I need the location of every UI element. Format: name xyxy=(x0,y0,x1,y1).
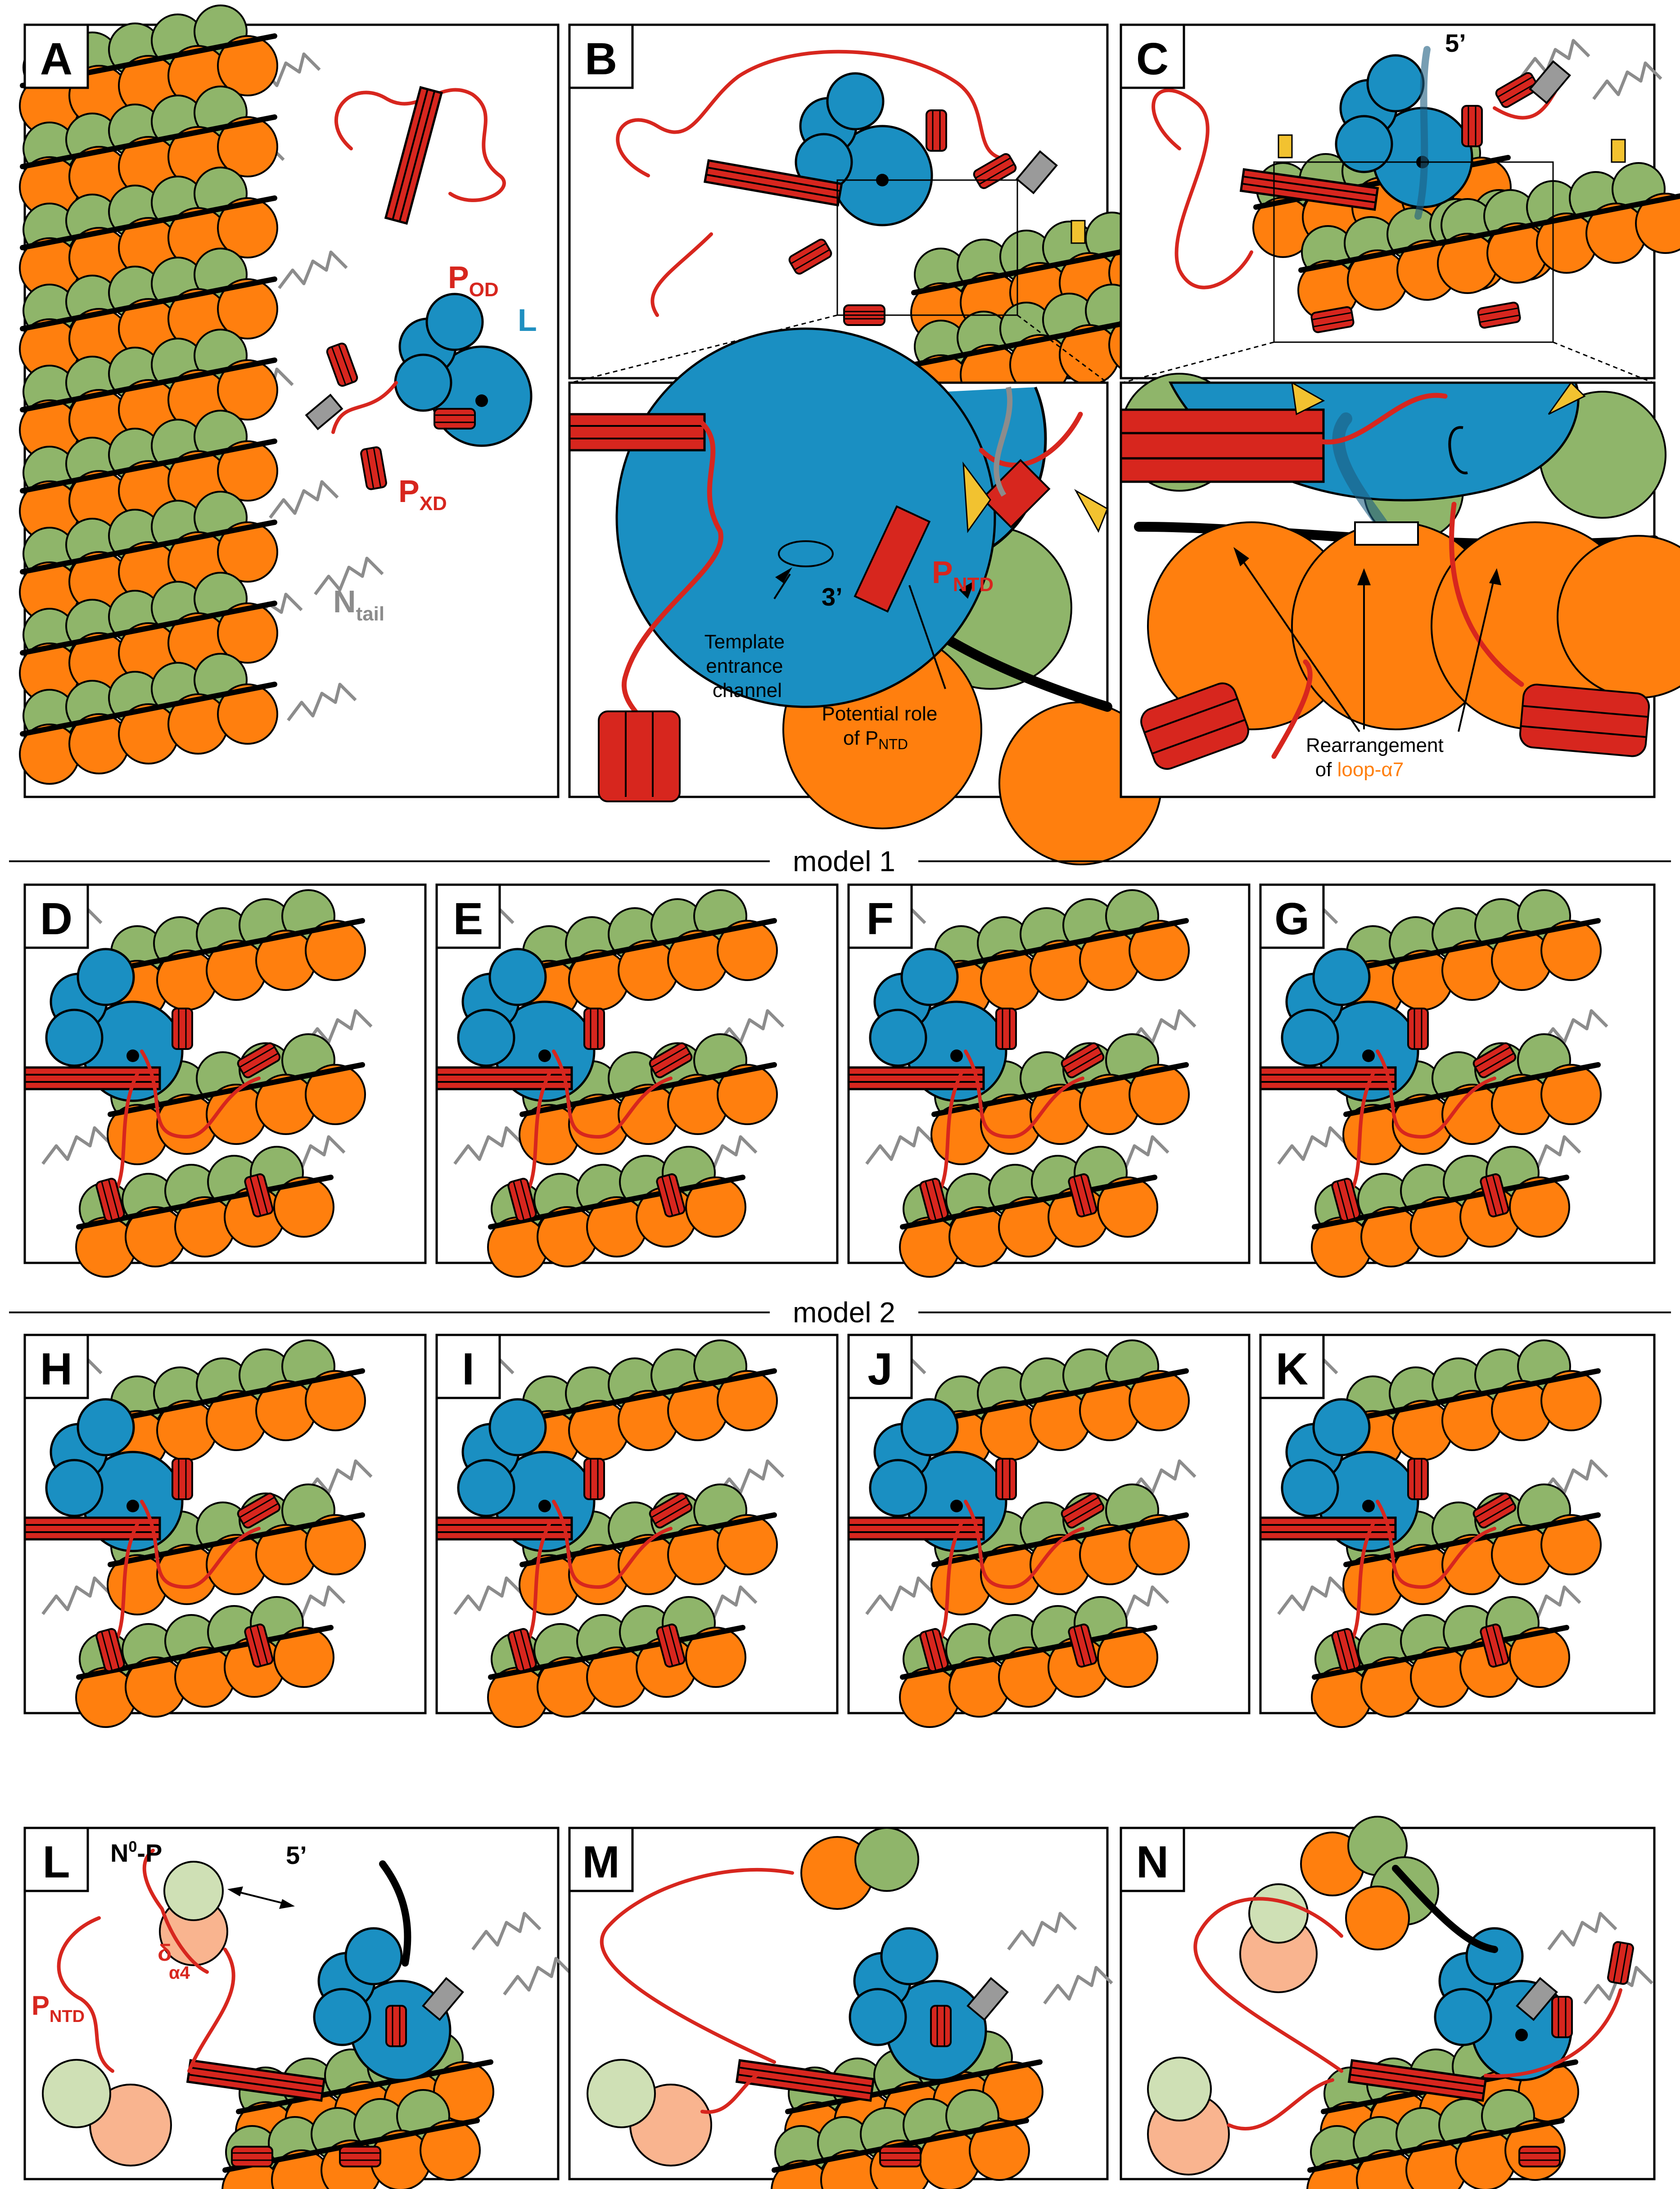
label-n-tail: Ntail xyxy=(333,584,384,625)
label-n0p: N0-P xyxy=(110,1838,162,1867)
panel-letter-l: L xyxy=(42,1837,70,1887)
panel-f: F xyxy=(849,883,1251,1277)
panel-c-zoom: Rearrangement of loop-α7 xyxy=(1120,373,1680,798)
panel-b: B xyxy=(568,23,1169,415)
panel-letter-h: H xyxy=(40,1344,72,1394)
model-1-title: model 1 xyxy=(793,845,895,877)
panel-d: D xyxy=(25,883,427,1277)
panel-letter-k: K xyxy=(1276,1344,1308,1394)
panel-letter-i: I xyxy=(462,1344,474,1394)
label-p-ntd-l: PNTD xyxy=(32,1990,85,2026)
model-2-title: model 2 xyxy=(793,1296,895,1329)
zoom-connectors xyxy=(570,314,1653,384)
panel-g: G xyxy=(1260,883,1656,1277)
label-template-channel: Template entrance channel xyxy=(705,631,790,701)
label-p-ntd-b: PNTD xyxy=(932,555,994,596)
panel-h: H xyxy=(25,1334,427,1727)
panel-tag-a xyxy=(23,23,89,89)
label-three-prime-b: 3’ xyxy=(822,583,843,611)
label-five-prime-l: 5’ xyxy=(286,1841,307,1869)
panel-letter-j: J xyxy=(867,1344,893,1394)
panel-letter-m: M xyxy=(582,1837,619,1887)
panel-l: N0-P 5’ δ α4 PNTD L xyxy=(23,1827,572,2189)
panel-i: I xyxy=(437,1334,839,1727)
panel-n: N xyxy=(1120,1816,1656,2189)
label-potential-role: Potential role of PNTD xyxy=(822,703,943,752)
label-five-prime-c: 5’ xyxy=(1445,29,1466,57)
label-rearrangement: Rearrangement of loop-α7 xyxy=(1306,734,1449,781)
label-l: L xyxy=(518,303,537,338)
polymerase-complex-a xyxy=(305,87,531,491)
panel-letter-f: F xyxy=(866,894,894,944)
panel-letter-b: B xyxy=(585,34,617,84)
panel-k: K xyxy=(1260,1334,1656,1727)
label-delta: δ xyxy=(158,1940,172,1966)
label-p-xd: PXD xyxy=(398,474,447,515)
panel-m: M xyxy=(568,1827,1112,2189)
panel-j: J xyxy=(849,1334,1251,1727)
panel-letter-n: N xyxy=(1136,1837,1169,1887)
panel-letter-c: C xyxy=(1136,34,1169,84)
label-p-od: POD xyxy=(448,260,499,301)
panel-tag-b xyxy=(568,23,634,89)
model-2-header: model 2 xyxy=(9,1296,1671,1329)
panel-letter-a: A xyxy=(40,34,72,84)
panel-letter-d: D xyxy=(40,894,72,944)
model-1-header: model 1 xyxy=(9,845,1671,877)
panel-a: POD L PXD Ntail A xyxy=(20,5,560,798)
panel-tag-c xyxy=(1120,23,1185,89)
label-alpha4: α4 xyxy=(169,1963,190,1983)
panel-letter-g: G xyxy=(1274,894,1310,944)
panel-c: 5’ C xyxy=(1120,23,1680,380)
panel-e: E xyxy=(437,883,839,1277)
panel-b-zoom: 3’ PNTD Template entrance channel Potent… xyxy=(568,327,1162,865)
panel-letter-e: E xyxy=(453,894,483,944)
